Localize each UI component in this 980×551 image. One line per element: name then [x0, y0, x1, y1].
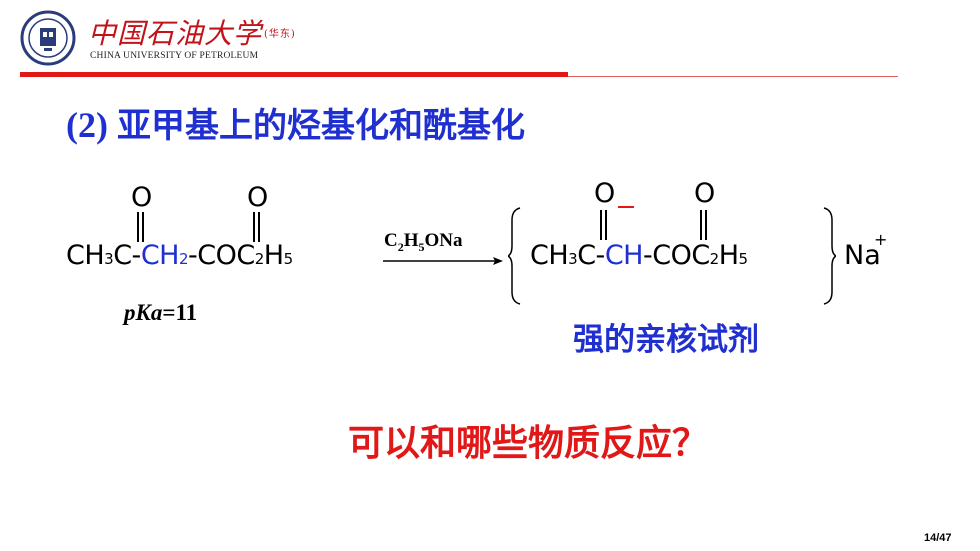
reactant-formula: CH3C-CH2-COC2H5: [66, 240, 293, 271]
counter-ion: Na: [844, 240, 881, 271]
slide-question: 可以和哪些物质反应？: [348, 423, 709, 464]
nucleophile-label: 强的亲核试剂: [573, 322, 759, 358]
reactant-double-bond-2: [253, 212, 260, 242]
reactant-double-bond-1: [137, 212, 144, 242]
reaction-reagent: C2H5ONa: [384, 230, 463, 254]
brand-name-cn-sub: (华东): [264, 29, 296, 40]
brand-name-en: CHINA UNIVERSITY OF PETROLEUM: [90, 51, 259, 61]
slide-title: (2) 亚甲基上的烃基化和酰基化: [66, 105, 525, 146]
counter-ion-charge: +: [874, 230, 888, 249]
reactant-oxygen-2: O: [247, 182, 269, 213]
left-bracket-icon: [508, 207, 521, 305]
product-oxygen-1: O: [594, 178, 616, 209]
product-double-bond-1: [600, 210, 607, 240]
reactant-oxygen-1: O: [131, 182, 153, 213]
header-rule-thick: [20, 72, 568, 77]
reaction-arrow-icon: [383, 257, 503, 265]
carbanion-charge-mark: [618, 206, 634, 208]
product-oxygen-2: O: [694, 178, 716, 209]
header-rule-thin: [568, 76, 898, 77]
product-double-bond-2: [700, 210, 707, 240]
brand-name-cn: 中国石油大学(华东): [88, 17, 296, 50]
university-seal-icon: [20, 10, 76, 66]
page-number: 14/47: [924, 532, 952, 544]
pka-label: pKa=11: [124, 300, 198, 325]
right-bracket-icon: [823, 207, 836, 305]
product-formula: CH3C-CH-COC2H5: [530, 240, 748, 271]
